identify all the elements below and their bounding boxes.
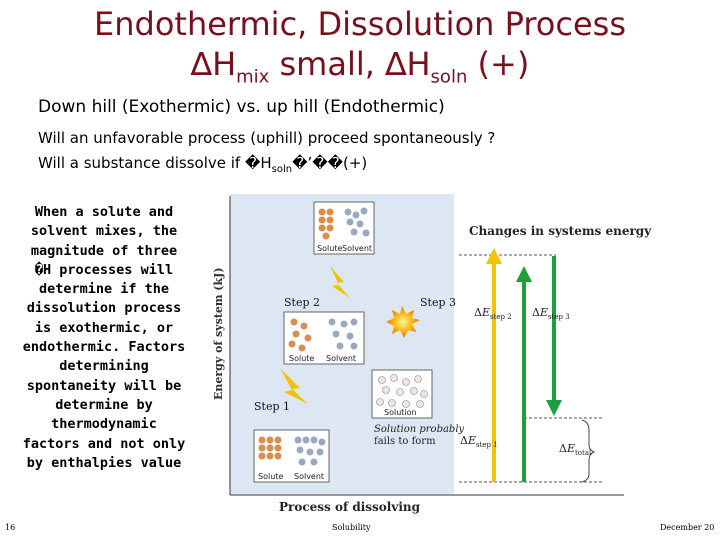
y-axis-label: Energy of system (kJ) [212, 267, 225, 400]
e-symbol: E [467, 434, 476, 447]
diagram-heading: Changes in systems energy [469, 224, 652, 238]
delta-e-step3-label: ΔEstep 3 [532, 306, 570, 321]
step1-label: Step 1 [254, 400, 290, 413]
step1-arrow [486, 248, 502, 482]
mix-subscript: mix [236, 66, 270, 88]
e-symbol: E [539, 306, 548, 319]
slide-title-line1: Endothermic, Dissolution Process [94, 5, 626, 43]
h-mix: H [212, 45, 237, 83]
x-axis-label: Process of dissolving [279, 500, 421, 514]
footer-topic: Solubility [332, 523, 371, 532]
middle-box: Solute Solvent [283, 311, 365, 365]
soln-subscript: soln [430, 66, 468, 88]
intro-line-1: Down hill (Exothermic) vs. up hill (Endo… [38, 97, 445, 117]
delta-symbol: Δ [532, 306, 540, 319]
plus-sign: (+) [467, 45, 530, 83]
e-symbol: E [566, 442, 575, 455]
solute-label-mid: Solute [289, 354, 314, 363]
step3-arrow [546, 256, 562, 416]
solution-label: Solution [384, 408, 417, 417]
solvent-label-top: Solvent [342, 244, 372, 253]
step3-subscript: step 3 [548, 313, 570, 321]
footer-date: December 20 [660, 523, 715, 532]
delta-symbol: Δ [474, 306, 482, 319]
solvent-label-bottom: Solvent [294, 472, 324, 481]
fails-to-form-label: fails to form [374, 436, 436, 447]
bottom-box: Solute Solvent [253, 429, 330, 483]
intro-line-3: Will a substance dissolve if �Hsoln�’��(… [38, 154, 367, 179]
delta-e-total-label: ΔEtotal [559, 442, 592, 457]
delta-symbol: ∆ [385, 45, 407, 83]
page-number: 16 [5, 523, 16, 532]
energy-diagram: Energy of system (kJ) Process of dissolv… [204, 190, 717, 520]
lightning-step2-icon [330, 266, 350, 298]
slide-title-line2: ∆Hmix small, ∆Hsoln (+) [0, 46, 720, 95]
delta-symbol: ∆ [190, 45, 213, 83]
step2-subscript: step 2 [490, 313, 512, 321]
h-soln: H [406, 45, 431, 83]
step3-label: Step 3 [420, 296, 456, 309]
top-box: Solute Solvent [313, 201, 375, 255]
total-subscript: total [575, 449, 592, 457]
solute-label-bottom: Solute [258, 472, 283, 481]
step1-subscript: step 1 [476, 441, 498, 449]
lightning-step1-icon [280, 368, 308, 404]
solution-box: Solution [371, 369, 433, 419]
step2-arrow [516, 266, 532, 482]
solvent-label-mid: Solvent [326, 354, 356, 363]
intro-line-3-text: Will a substance dissolve if �H [38, 154, 272, 172]
solution-probably-label: Solution probably [374, 424, 465, 435]
delta-e-step1-label: ΔEstep 1 [460, 434, 498, 449]
step2-label: Step 2 [284, 296, 320, 309]
intro-line-2: Will an unfavorable process (uphill) pro… [38, 129, 496, 147]
solute-label-top: Solute [317, 244, 342, 253]
delta-symbol: Δ [460, 434, 468, 447]
e-symbol: E [481, 306, 490, 319]
side-text: When a solute and solvent mixes, the mag… [22, 204, 186, 471]
delta-symbol: Δ [559, 442, 567, 455]
intro-line-3-end: �’��(+) [292, 154, 368, 172]
delta-e-step2-label: ΔEstep 2 [474, 306, 512, 321]
energy-release-starburst-icon [386, 306, 420, 338]
small-text: small, [269, 45, 386, 83]
total-bracket [581, 419, 596, 483]
intro-line-3-sub: soln [271, 164, 293, 175]
